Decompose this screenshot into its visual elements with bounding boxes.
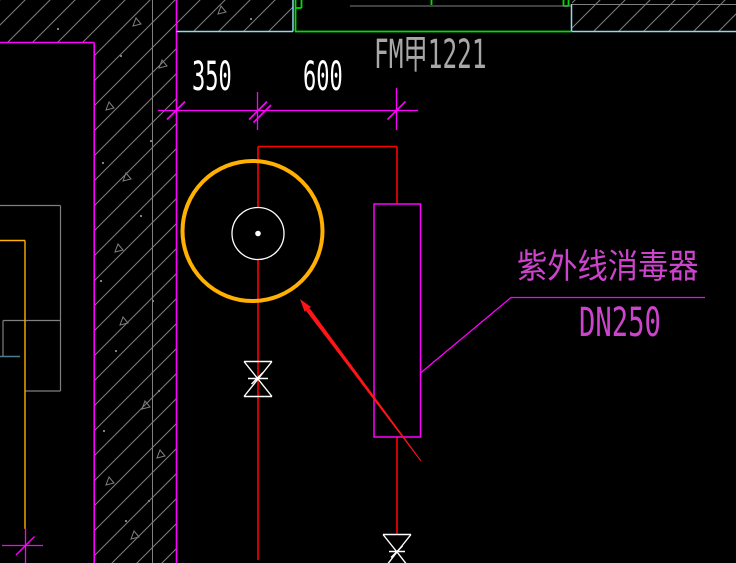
hatch-aggregate-symbols [105, 5, 227, 540]
pipe-lines[interactable] [257, 145, 398, 561]
uv-sterilizer-size-text[interactable]: DN250 [579, 300, 661, 346]
orange-pipe-line [0, 239, 26, 529]
dimension-tick-bottom-left [2, 528, 43, 563]
wall-face-lines [0, 0, 178, 563]
dimension-text-600[interactable]: 600 [303, 54, 343, 100]
uv-sterilizer-name-text[interactable]: 紫外线消毒器 [517, 247, 699, 287]
door-frame-lines [294, 0, 571, 33]
dimension-lines[interactable] [158, 88, 418, 130]
uv-sterilizer-rectangle[interactable] [373, 203, 422, 438]
red-annotation-arrow[interactable] [300, 299, 422, 462]
left-equipment-lines [0, 204, 62, 563]
opening-lines [176, 0, 736, 33]
lintel-lines [350, 4, 736, 7]
annotation-leader-line[interactable] [420, 296, 706, 374]
fire-door-tag-text[interactable]: FM甲1221 [374, 32, 487, 78]
gate-valve-lower[interactable] [382, 533, 412, 563]
pump-circle-symbol[interactable] [180, 159, 325, 303]
dimension-text-350[interactable]: 350 [192, 54, 232, 100]
gate-valve-upper[interactable] [243, 360, 273, 398]
